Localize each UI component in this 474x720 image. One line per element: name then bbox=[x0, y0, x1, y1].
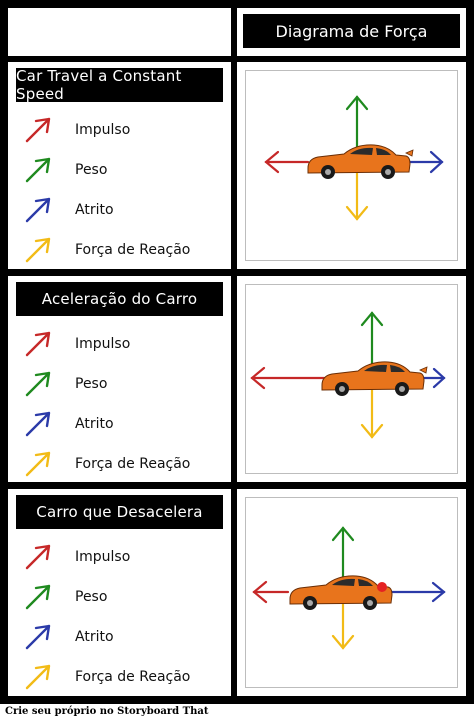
legend-label: Atrito bbox=[75, 416, 114, 432]
legend-item-atrito: Atrito bbox=[24, 404, 190, 444]
force-diagram-frame bbox=[245, 284, 458, 474]
storyboard-grid: Diagrama de Força Car Travel a Constant … bbox=[0, 0, 474, 704]
force-diagram bbox=[264, 95, 444, 221]
scenario-3-legend-cell: Carro que Desacelera Impulso Peso Atrito… bbox=[8, 489, 231, 696]
legend-label: Atrito bbox=[75, 202, 114, 218]
force-diagram bbox=[252, 526, 446, 650]
brake-light-icon bbox=[377, 582, 387, 592]
car-icon bbox=[307, 144, 414, 179]
weight-force-arrow bbox=[345, 95, 369, 151]
reaction-force-arrow bbox=[331, 602, 355, 650]
legend-item-reacao: Força de Reação bbox=[24, 657, 190, 697]
weight-force-arrow bbox=[331, 526, 355, 580]
scenario-title: Car Travel a Constant Speed bbox=[16, 67, 223, 103]
legend-item-reacao: Força de Reação bbox=[24, 444, 190, 484]
legend-item-atrito: Atrito bbox=[24, 190, 190, 230]
legend-label: Peso bbox=[75, 376, 108, 392]
reaction-force-arrow bbox=[345, 171, 369, 221]
blue-arrow-icon bbox=[25, 624, 51, 650]
thrust-force-arrow bbox=[250, 366, 326, 390]
legend-item-impulso: Impulso bbox=[24, 324, 190, 364]
force-diagram bbox=[250, 311, 446, 439]
car-icon bbox=[289, 575, 393, 610]
scenario-2-legend-cell: Aceleração do Carro Impulso Peso Atrito … bbox=[8, 276, 231, 482]
thrust-force-arrow bbox=[264, 150, 310, 174]
thrust-force-arrow bbox=[252, 580, 290, 604]
green-arrow-icon bbox=[25, 584, 51, 610]
scenario-title: Carro que Desacelera bbox=[16, 495, 223, 529]
legend-label: Força de Reação bbox=[75, 242, 191, 258]
force-legend: Impulso Peso Atrito Força de Reação bbox=[24, 110, 190, 270]
yellow-arrow-icon bbox=[25, 451, 51, 477]
legend-item-peso: Peso bbox=[24, 364, 190, 404]
force-diagram-frame bbox=[245, 70, 458, 261]
force-legend: Impulso Peso Atrito Força de Reação bbox=[24, 537, 190, 697]
diagram-title: Diagrama de Força bbox=[243, 14, 460, 48]
weight-force-arrow bbox=[360, 311, 384, 367]
reaction-force-arrow bbox=[360, 387, 384, 439]
legend-label: Peso bbox=[75, 589, 108, 605]
red-arrow-icon bbox=[25, 331, 51, 357]
legend-label: Força de Reação bbox=[75, 669, 191, 685]
blue-arrow-icon bbox=[25, 197, 51, 223]
force-diagram-frame bbox=[245, 497, 458, 688]
legend-label: Atrito bbox=[75, 629, 114, 645]
legend-item-peso: Peso bbox=[24, 577, 190, 617]
header-empty-cell bbox=[8, 8, 231, 56]
blue-arrow-icon bbox=[25, 411, 51, 437]
legend-label: Impulso bbox=[75, 122, 131, 138]
force-legend: Impulso Peso Atrito Força de Reação bbox=[24, 324, 190, 484]
legend-label: Força de Reação bbox=[75, 456, 191, 472]
scenario-3-diagram-cell bbox=[237, 489, 466, 696]
scenario-1-legend-cell: Car Travel a Constant Speed Impulso Peso… bbox=[8, 62, 231, 269]
green-arrow-icon bbox=[25, 371, 51, 397]
legend-label: Peso bbox=[75, 162, 108, 178]
storyboard-credit: Crie seu próprio no Storyboard That bbox=[5, 706, 209, 717]
legend-label: Impulso bbox=[75, 336, 131, 352]
scenario-1-diagram-cell bbox=[237, 62, 466, 269]
legend-item-impulso: Impulso bbox=[24, 537, 190, 577]
red-arrow-icon bbox=[25, 117, 51, 143]
legend-item-peso: Peso bbox=[24, 150, 190, 190]
yellow-arrow-icon bbox=[25, 664, 51, 690]
friction-force-arrow bbox=[404, 150, 444, 174]
legend-item-impulso: Impulso bbox=[24, 110, 190, 150]
legend-item-reacao: Força de Reação bbox=[24, 230, 190, 270]
legend-label: Impulso bbox=[75, 549, 131, 565]
header-title-cell: Diagrama de Força bbox=[237, 8, 466, 56]
legend-item-atrito: Atrito bbox=[24, 617, 190, 657]
scenario-title: Aceleração do Carro bbox=[16, 282, 223, 316]
car-icon bbox=[321, 361, 428, 396]
green-arrow-icon bbox=[25, 157, 51, 183]
yellow-arrow-icon bbox=[25, 237, 51, 263]
red-arrow-icon bbox=[25, 544, 51, 570]
scenario-2-diagram-cell bbox=[237, 276, 466, 482]
